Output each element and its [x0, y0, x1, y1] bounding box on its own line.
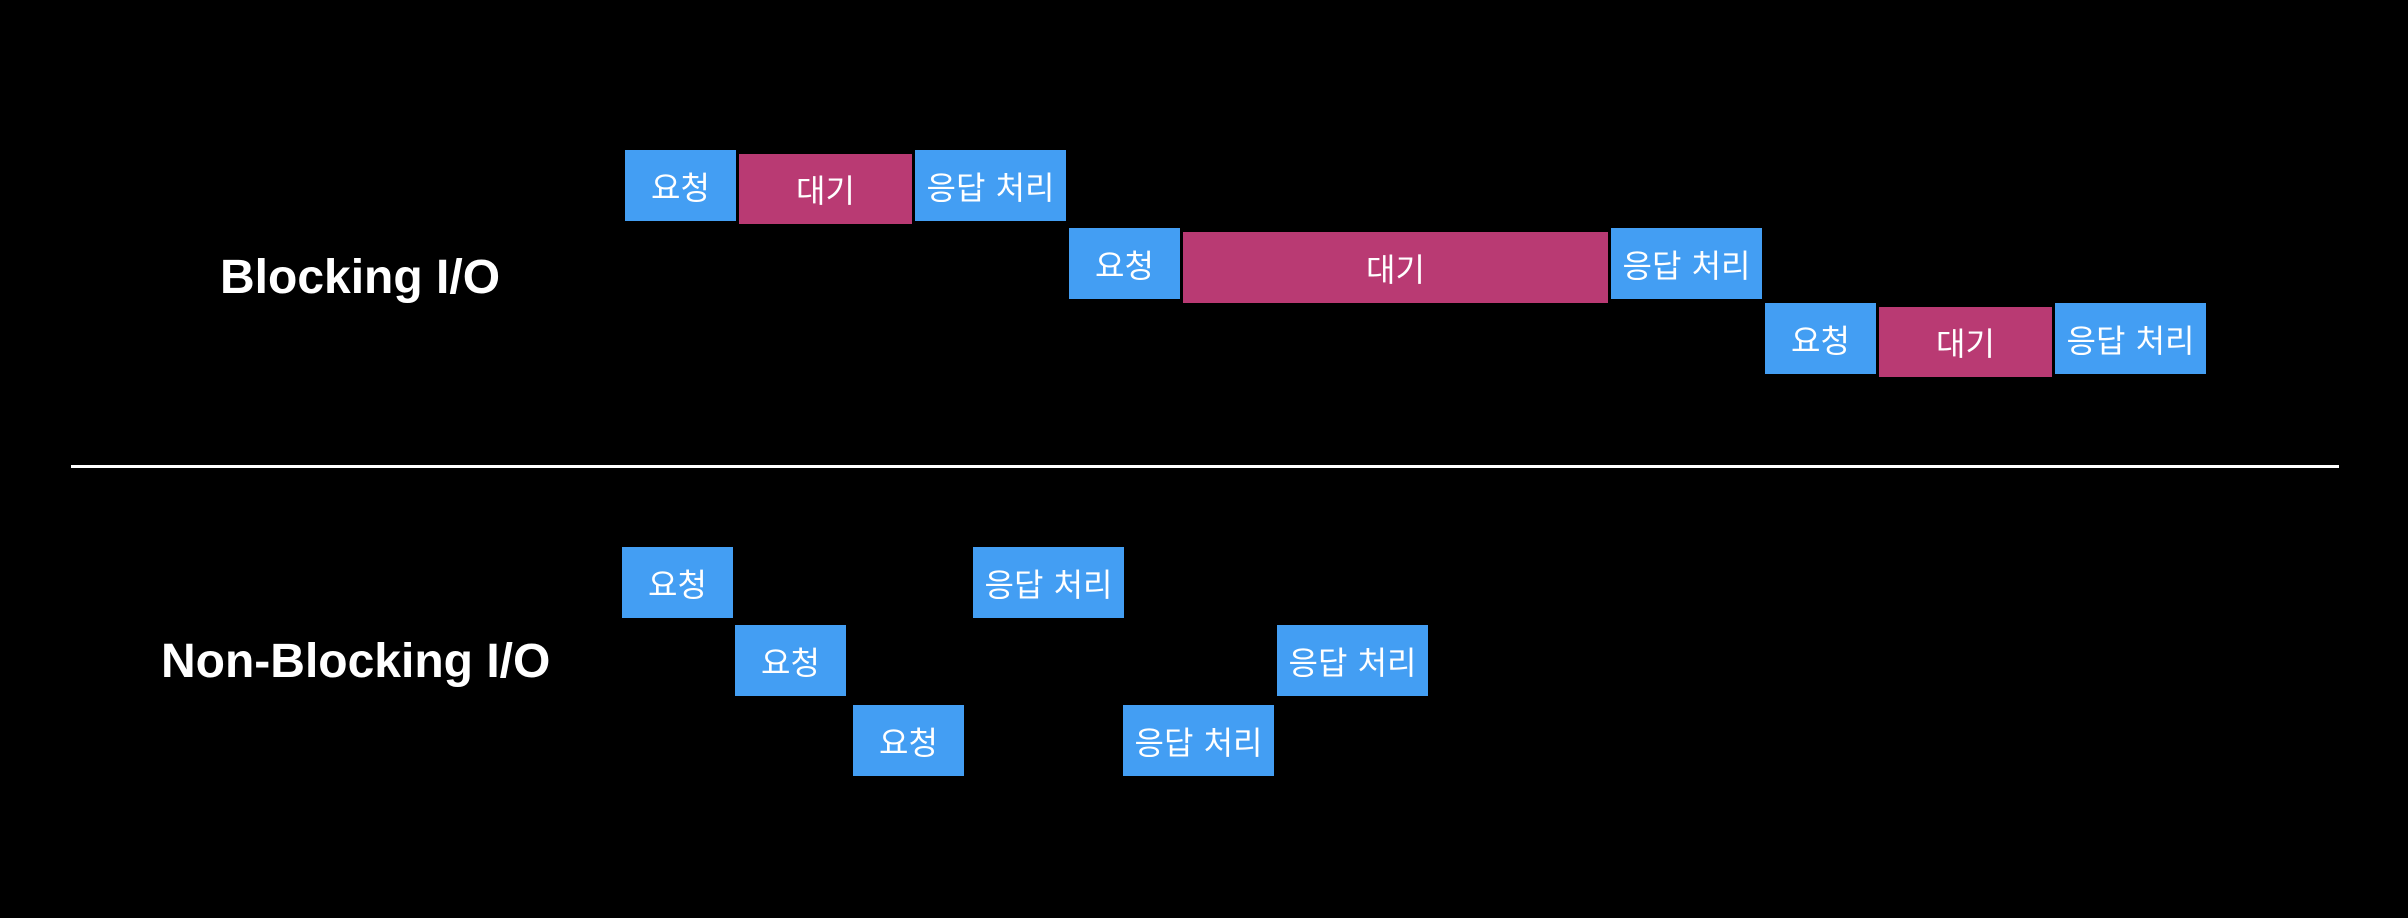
- non-blocking-request-1: 요청: [622, 547, 733, 618]
- blocking-wait-3: 대기: [1879, 307, 2052, 377]
- blocking-wait-1: 대기: [739, 154, 912, 224]
- non-blocking-request-2: 요청: [735, 625, 846, 696]
- blocking-wait-2: 대기: [1183, 232, 1608, 303]
- non-blocking-response-1: 응답 처리: [973, 547, 1124, 618]
- blocking-response-1: 응답 처리: [915, 150, 1066, 221]
- section-divider: [71, 465, 2339, 468]
- non-blocking-response-3: 응답 처리: [1123, 705, 1274, 776]
- blocking-response-3: 응답 처리: [2055, 303, 2206, 374]
- non-blocking-request-3: 요청: [853, 705, 964, 776]
- blocking-io-label: Blocking I/O: [220, 251, 501, 304]
- non-blocking-io-label: Non-Blocking I/O: [161, 635, 551, 688]
- blocking-request-3: 요청: [1765, 303, 1876, 374]
- blocking-request-2: 요청: [1069, 228, 1180, 299]
- non-blocking-response-2: 응답 처리: [1277, 625, 1428, 696]
- blocking-request-1: 요청: [625, 150, 736, 221]
- blocking-response-2: 응답 처리: [1611, 228, 1762, 299]
